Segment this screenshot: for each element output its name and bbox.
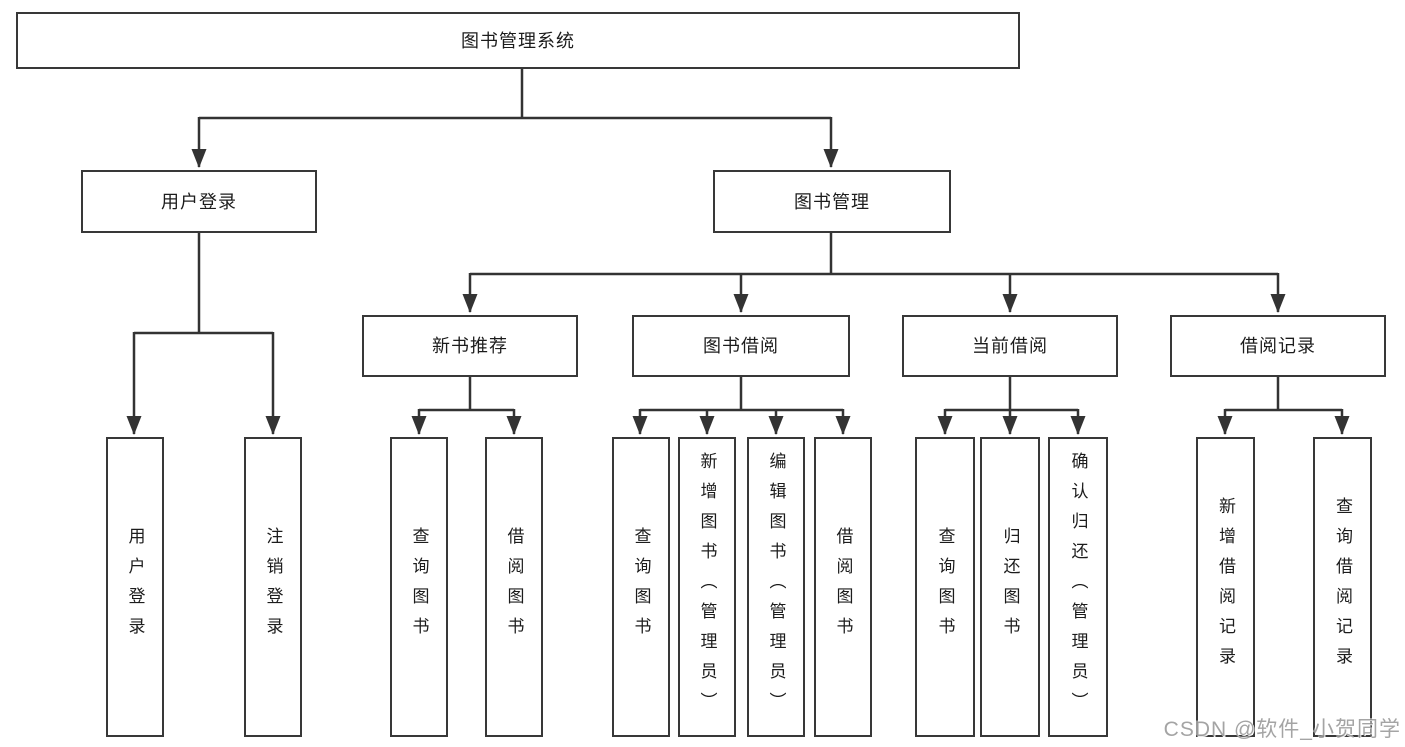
leaf-add-borrow-record: 新增借阅记录 bbox=[1196, 437, 1255, 737]
connector-user-login-split bbox=[126, 233, 281, 435]
leaf-edit-books-admin: 编辑图书（管理员） bbox=[747, 437, 805, 737]
node-book-management: 图书管理 bbox=[713, 170, 951, 233]
connector-book-mgmt-split bbox=[462, 233, 1286, 313]
node-book-borrowing: 图书借阅 bbox=[632, 315, 850, 377]
leaf-confirm-return-admin: 确认归还（管理员） bbox=[1048, 437, 1108, 737]
connector-root-split bbox=[191, 68, 839, 168]
leaf-borrowing-query-books: 查询图书 bbox=[612, 437, 670, 737]
leaf-user-login: 用户登录 bbox=[106, 437, 164, 737]
leaf-logout: 注销登录 bbox=[244, 437, 302, 737]
leaf-borrowing-borrow-books: 借阅图书 bbox=[814, 437, 872, 737]
leaf-return-books: 归还图书 bbox=[980, 437, 1040, 737]
node-borrowing-records: 借阅记录 bbox=[1170, 315, 1386, 377]
node-library-management-system: 图书管理系统 bbox=[16, 12, 1020, 69]
node-user-login: 用户登录 bbox=[81, 170, 317, 233]
csdn-watermark: CSDN @软件_小贺同学 bbox=[1163, 718, 1401, 741]
node-current-borrowing: 当前借阅 bbox=[902, 315, 1118, 377]
leaf-add-books-admin: 新增图书（管理员） bbox=[678, 437, 736, 737]
leaf-query-borrow-record: 查询借阅记录 bbox=[1313, 437, 1372, 737]
connector-borrow-records-split bbox=[1217, 377, 1350, 435]
connector-book-borrow-split bbox=[632, 377, 851, 435]
connector-new-books-split bbox=[411, 377, 522, 435]
leaf-current-query-books: 查询图书 bbox=[915, 437, 975, 737]
leaf-newbooks-borrow-books: 借阅图书 bbox=[485, 437, 543, 737]
leaf-newbooks-query-books: 查询图书 bbox=[390, 437, 448, 737]
connector-current-borrow-split bbox=[937, 377, 1086, 435]
node-new-book-recommendation: 新书推荐 bbox=[362, 315, 578, 377]
